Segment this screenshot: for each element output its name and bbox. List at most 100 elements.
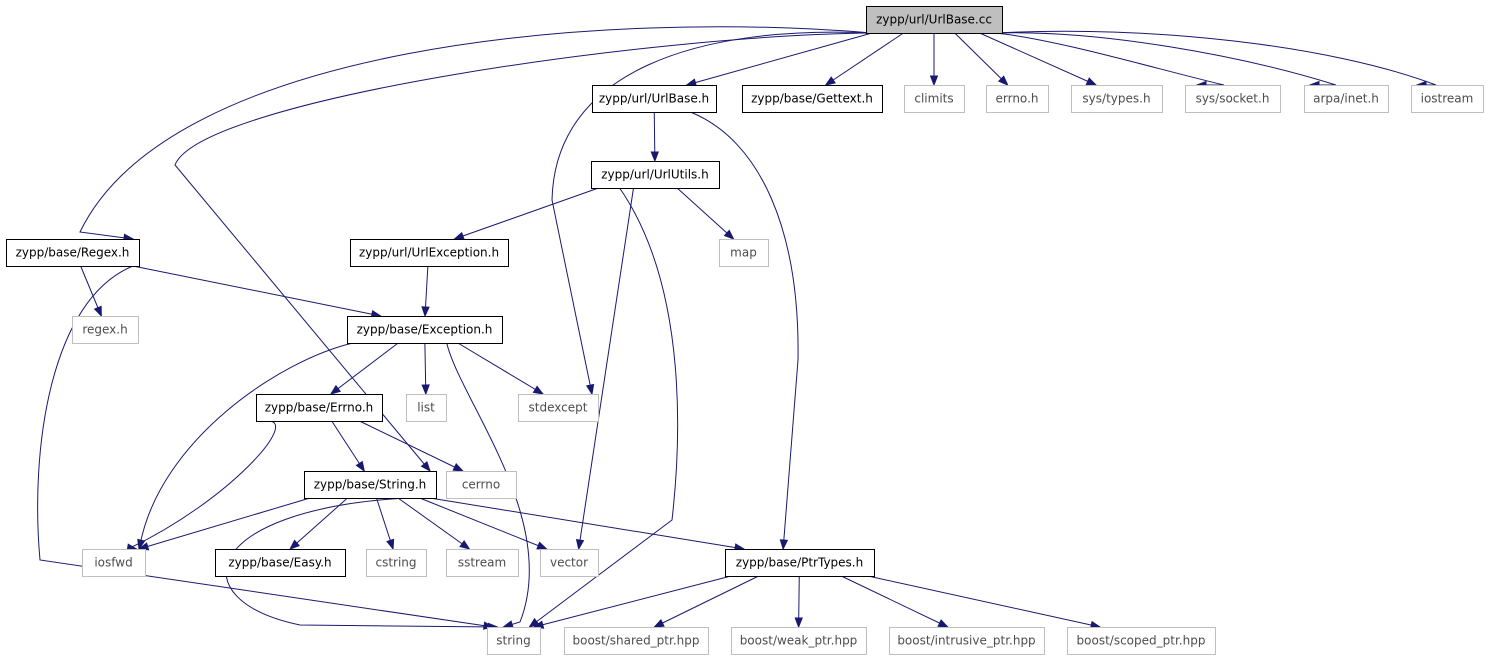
node-label: zypp/base/String.h [314, 478, 427, 492]
graph-node-climits: climits [904, 85, 965, 113]
node-label: zypp/url/UrlException.h [359, 246, 499, 260]
graph-node-urlutils-h[interactable]: zypp/url/UrlUtils.h [591, 161, 720, 189]
node-label: cerrno [462, 478, 500, 492]
edge-line [690, 111, 799, 550]
graph-node-vector: vector [540, 549, 599, 577]
graph-node-exception-h[interactable]: zypp/base/Exception.h [347, 316, 503, 344]
graph-node-easy-h[interactable]: zypp/base/Easy.h [215, 549, 346, 577]
node-box [304, 471, 437, 499]
edge-arrowhead [421, 384, 430, 396]
edge-line [825, 32, 904, 86]
node-box [591, 161, 720, 189]
node-label: cstring [375, 556, 416, 570]
node-box [564, 627, 709, 655]
edge-line [454, 187, 599, 240]
graph-node-string-base[interactable]: zypp/base/String.h [304, 471, 437, 499]
edge-arrowhead [329, 384, 341, 395]
node-box [904, 85, 965, 113]
edge-line [654, 575, 759, 628]
edge-arrowhead [459, 540, 471, 550]
edge-arrowhead [685, 78, 697, 87]
node-label: zypp/url/UrlBase.h [599, 92, 709, 106]
nodes-layer: zypp/url/UrlBase.cc zypp/url/UrlBase.h zyp… [6, 6, 1484, 655]
graph-node-iostream: iostream [1411, 85, 1484, 113]
edge-arrowhead [532, 385, 545, 395]
node-box [1185, 85, 1281, 113]
edge-arrowhead [452, 463, 465, 472]
edge-arrowhead [536, 541, 548, 550]
node-label: sstream [458, 556, 506, 570]
node-label: zypp/base/Regex.h [16, 246, 130, 260]
node-box [1411, 85, 1484, 113]
graph-node-urlbase-cc[interactable]: zypp/url/UrlBase.cc [866, 6, 1003, 34]
graph-node-cerrno: cerrno [446, 471, 517, 499]
node-label: errno.h [996, 92, 1039, 106]
edge-line [330, 342, 399, 395]
edge-arrowhead [794, 617, 803, 629]
node-box [889, 627, 1045, 655]
node-label: map [730, 246, 757, 260]
edge-line [174, 32, 873, 472]
graph-node-regex-base[interactable]: zypp/base/Regex.h [6, 239, 140, 267]
node-label: regex.h [82, 323, 127, 337]
edge-line [331, 420, 365, 472]
edge-line [954, 32, 1009, 86]
edge-arrowhead [779, 539, 789, 551]
edge-line [676, 187, 734, 240]
edge-line [37, 265, 494, 628]
node-box [592, 85, 717, 113]
node-label: arpa/inet.h [1313, 92, 1379, 106]
graph-node-ptrtypes-h[interactable]: zypp/base/PtrTypes.h [725, 549, 875, 577]
node-box [6, 239, 140, 267]
node-box [487, 627, 541, 655]
node-label: sys/types.h [1082, 92, 1150, 106]
edge-line [419, 497, 547, 550]
edge-line [867, 575, 1101, 628]
edge-line [132, 265, 381, 317]
edge-line [138, 342, 354, 550]
node-box [742, 85, 883, 113]
node-label: iosfwd [94, 556, 132, 570]
edge-arrowhead [653, 619, 665, 628]
edge-line [529, 187, 679, 628]
graph-node-sys-types: sys/types.h [1071, 85, 1163, 113]
edge-line [578, 187, 634, 550]
edge-line [995, 30, 1437, 86]
edge-arrowhead [997, 75, 1009, 86]
graph-node-sys-socket: sys/socket.h [1185, 85, 1281, 113]
node-box [866, 6, 1003, 34]
node-box [1071, 85, 1163, 113]
edge-line [551, 31, 873, 395]
edge-arrowhead [650, 151, 659, 163]
edge-arrowhead [420, 460, 431, 473]
edge-arrowhead [502, 620, 514, 629]
edge-arrowhead [355, 460, 366, 473]
node-box [731, 627, 867, 655]
edge-line [138, 497, 311, 550]
edge-arrowhead [1085, 77, 1098, 86]
edge-arrowhead [575, 538, 585, 551]
graph-node-arpa-inet: arpa/inet.h [1304, 85, 1389, 113]
node-box [725, 549, 875, 577]
graph-node-errno-base[interactable]: zypp/base/Errno.h [256, 394, 383, 422]
graph-node-gettext-h[interactable]: zypp/base/Gettext.h [742, 85, 883, 113]
graph-node-stdexcept: stdexcept [518, 394, 599, 422]
node-label: vector [550, 556, 588, 570]
edge-arrowhead [453, 231, 465, 240]
node-box [518, 394, 599, 422]
node-box [82, 549, 146, 577]
node-box [72, 316, 139, 344]
node-label: boost/scoped_ptr.hpp [1077, 634, 1206, 648]
node-box [350, 239, 509, 267]
graph-node-urlbase-h[interactable]: zypp/url/UrlBase.h [592, 85, 717, 113]
edge-arrowhead [723, 229, 735, 240]
edge-arrowhead [289, 539, 301, 550]
edge-line [397, 497, 470, 550]
graph-node-urlexception-h[interactable]: zypp/url/UrlException.h [350, 239, 509, 267]
edge-line [429, 497, 745, 550]
edge-arrowhead [585, 383, 595, 396]
graph-node-regex-h: regex.h [72, 316, 139, 344]
node-label: zypp/base/Exception.h [357, 323, 493, 337]
node-box [366, 549, 427, 577]
